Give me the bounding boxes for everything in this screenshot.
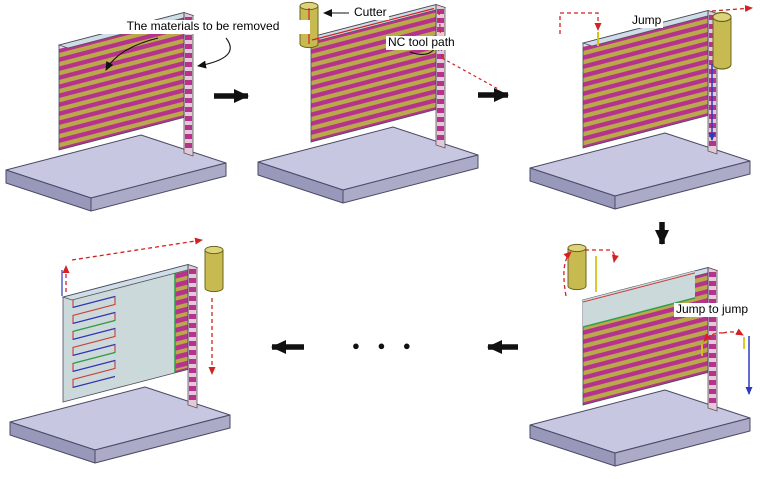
nc-tool-path-jump-out [441, 57, 501, 91]
machined-top-overlay [583, 270, 695, 328]
jump-to-jump-arrow-right [722, 328, 744, 336]
nc-tool-path-label: NC tool path [386, 35, 457, 50]
materials-leader-arrow-left [105, 37, 159, 71]
continuation-dots: ● ● ● [352, 338, 418, 353]
jump-to-jump-label: Jump to jump [674, 302, 751, 317]
nc-tool-path-down [438, 11, 443, 59]
step-1-block [5, 13, 231, 212]
cutter-icon [712, 11, 732, 70]
nc-tool-path-line [311, 7, 435, 41]
machined-wall [63, 265, 197, 409]
laminated-wall [583, 11, 717, 155]
laminated-wall [59, 13, 193, 157]
jump-to-jump-arrow-left [703, 332, 724, 342]
jump-label: Jump [630, 13, 664, 28]
step-5-block [9, 237, 231, 464]
materials-to-remove-label: The materials to be removed [96, 19, 310, 34]
step-2-block [257, 1, 501, 204]
step-3-block [529, 5, 753, 210]
cutter-icon [204, 245, 224, 293]
cutter-label: Cutter [352, 5, 389, 20]
laminated-wall [311, 5, 445, 149]
jump-top-path [71, 237, 203, 261]
jump-path [559, 12, 602, 34]
step-4-block [529, 243, 753, 467]
jump-path-right [711, 5, 753, 13]
materials-leader-arrow-right [197, 37, 231, 69]
cutter-icon [567, 243, 587, 291]
jump-over-path [585, 249, 619, 263]
jump-up-path [563, 251, 572, 297]
